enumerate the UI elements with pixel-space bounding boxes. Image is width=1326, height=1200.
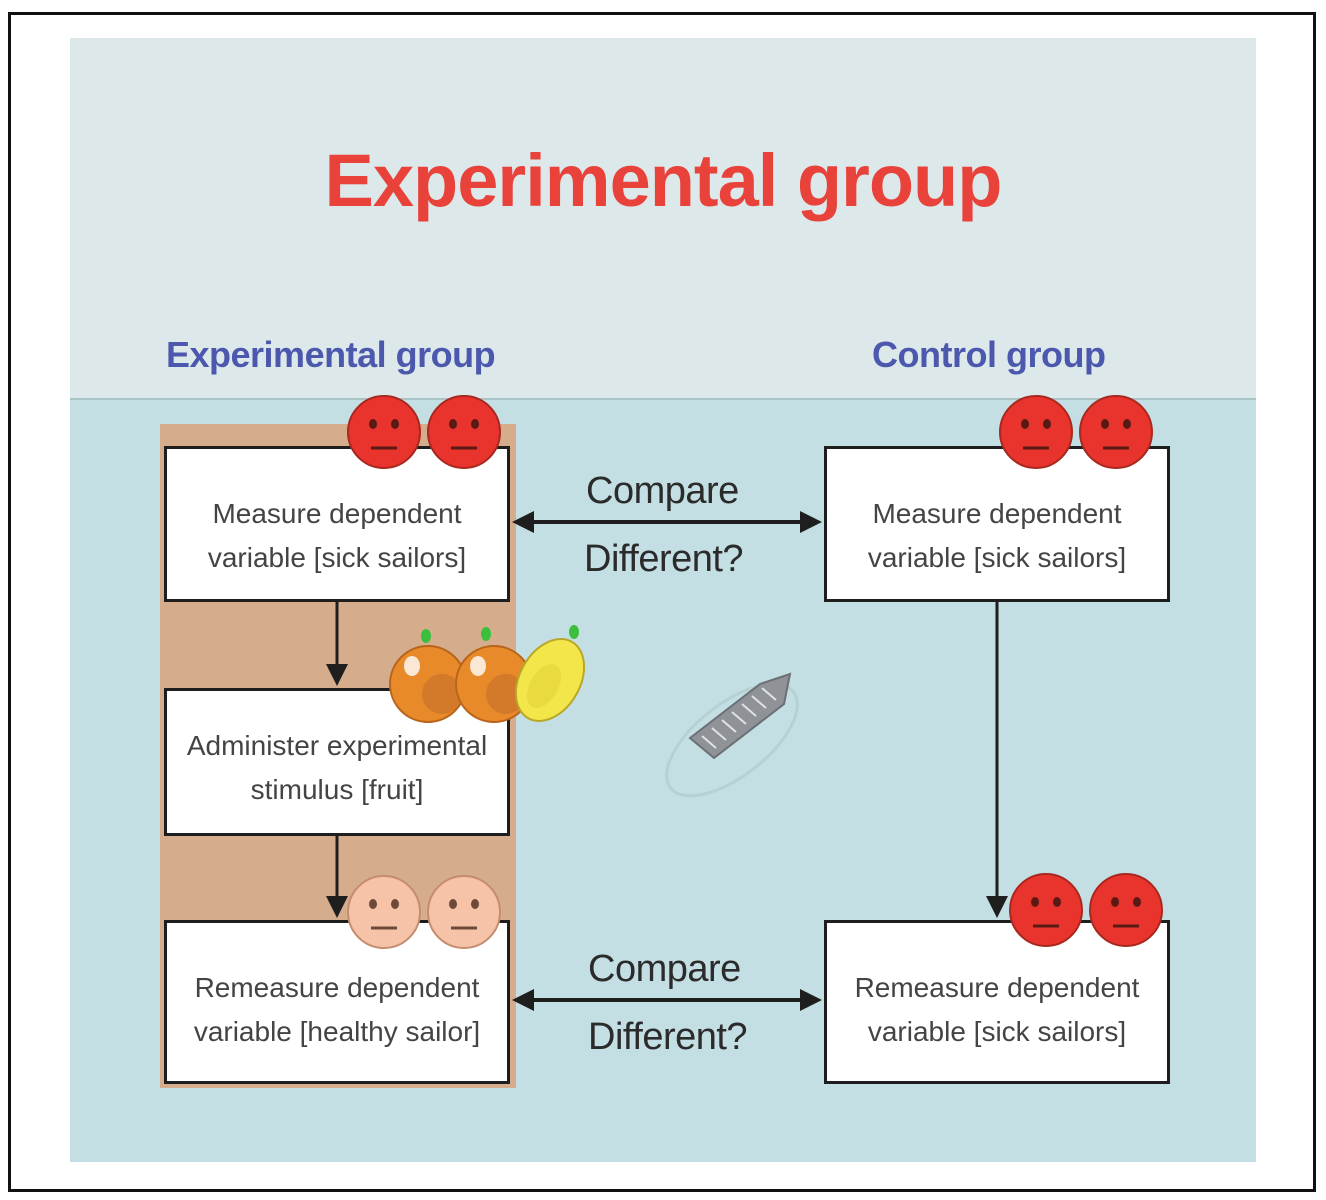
sick-face-icon xyxy=(998,394,1074,470)
exp-step-remeasure-line2: variable [healthy sailor] xyxy=(193,1016,481,1047)
healthy-face-icon xyxy=(426,874,502,950)
sick-face-icon xyxy=(426,394,502,470)
exp-step-measure: Measure dependent variable [sick sailors] xyxy=(164,446,510,602)
control-group-label: Control group xyxy=(872,334,1106,375)
lemon-icon xyxy=(514,625,586,722)
exp-step-remeasure-line1: Remeasure dependent xyxy=(194,972,480,1003)
experimental-group-label: Experimental group xyxy=(166,334,496,375)
orange-icon xyxy=(455,627,533,723)
ship-icon xyxy=(665,672,799,798)
exp-step-administer-line1: Administer experimental xyxy=(186,730,488,761)
ctl-step-remeasure-line1: Remeasure dependent xyxy=(854,972,1140,1003)
orange-icon xyxy=(389,629,467,723)
exp-step-measure-line1: Measure dependent xyxy=(212,498,462,529)
sick-face-icon xyxy=(346,394,422,470)
exp-step-measure-line2: variable [sick sailors] xyxy=(207,542,467,573)
compare-label-bottom: Compare xyxy=(588,948,741,990)
exp-step-administer-line2: stimulus [fruit] xyxy=(250,774,424,805)
different-label-top: Different? xyxy=(584,538,744,580)
ctl-step-measure-line1: Measure dependent xyxy=(872,498,1122,529)
header-panel xyxy=(70,38,1256,398)
healthy-face-icon xyxy=(346,874,422,950)
ctl-step-remeasure: Remeasure dependent variable [sick sailor… xyxy=(824,920,1170,1084)
exp-step-remeasure: Remeasure dependent variable [healthy sai… xyxy=(164,920,510,1084)
sick-face-icon xyxy=(1088,872,1164,948)
page-title: Experimental group xyxy=(324,139,1003,222)
ctl-step-measure: Measure dependent variable [sick sailors] xyxy=(824,446,1170,602)
ctl-step-remeasure-line2: variable [sick sailors] xyxy=(867,1016,1127,1047)
sick-face-icon xyxy=(1008,872,1084,948)
compare-label-top: Compare xyxy=(586,470,739,512)
sick-face-icon xyxy=(1078,394,1154,470)
ctl-step-measure-line2: variable [sick sailors] xyxy=(867,542,1127,573)
different-label-bottom: Different? xyxy=(588,1016,748,1058)
